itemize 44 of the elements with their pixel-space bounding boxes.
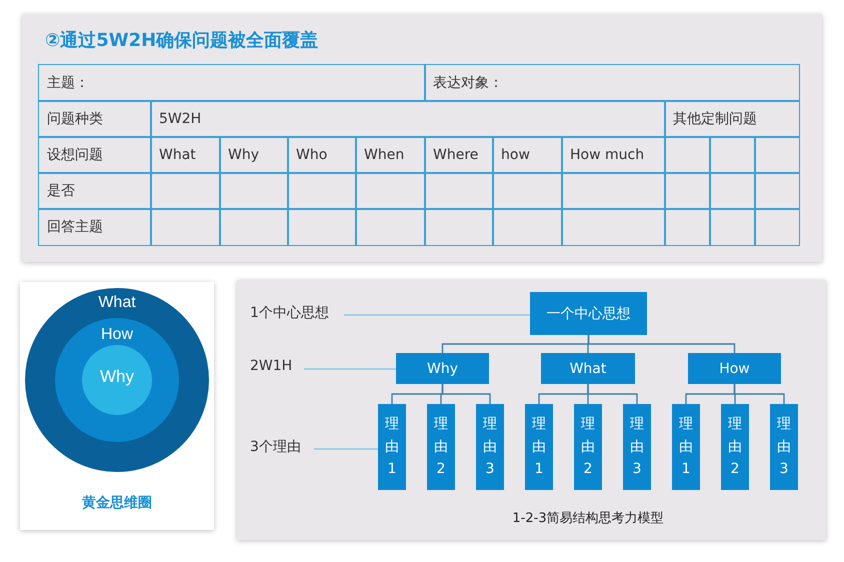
- connector-line: [588, 335, 736, 353]
- table-cell: Where: [424, 136, 494, 174]
- reason-box: 理由2: [574, 404, 602, 490]
- reason-box: 理由1: [378, 404, 406, 490]
- reason-box: 理由3: [770, 404, 798, 490]
- level-label: 1个中心思想: [250, 304, 342, 324]
- question-box: Why: [396, 353, 489, 384]
- table-cell: How much: [561, 136, 666, 174]
- central-idea-box: 一个中心思想: [530, 292, 647, 335]
- question-box: What: [541, 353, 635, 384]
- table-cell: What: [150, 136, 220, 174]
- table-cell: 回答主题: [38, 208, 152, 246]
- table-cell: how: [492, 136, 562, 174]
- figure-caption: 1-2-3简易结构思考力模型: [511, 510, 665, 527]
- circle-label: How: [100, 326, 134, 344]
- heading: ②通过5W2H确保问题被全面覆盖: [45, 29, 318, 52]
- table-cell: 是否: [38, 172, 152, 210]
- question-box: How: [688, 353, 781, 384]
- leader-line: [304, 368, 396, 370]
- table-cell: 设想问题: [38, 136, 152, 174]
- level-label: 3个理由: [250, 438, 312, 458]
- reason-box: 理由3: [623, 404, 651, 490]
- reason-box: 理由3: [476, 404, 504, 490]
- connector-line: [734, 384, 785, 404]
- table-cell: 主题：: [38, 64, 426, 102]
- reason-box: 理由2: [427, 404, 455, 490]
- table-cell: Who: [287, 136, 356, 174]
- figure-caption: 黄金思维圈: [81, 494, 153, 512]
- reason-box: 理由1: [672, 404, 700, 490]
- table-cell: 其他定制问题: [664, 100, 800, 138]
- reason-box: 理由1: [525, 404, 553, 490]
- table-cell: 问题种类: [38, 100, 152, 138]
- table-cell: When: [355, 136, 426, 174]
- connector-line: [587, 384, 638, 404]
- circle-label: Why: [99, 367, 135, 387]
- leader-line: [314, 448, 378, 450]
- leader-line: [344, 314, 530, 316]
- reason-box: 理由2: [721, 404, 749, 490]
- table-cell: 5W2H: [150, 100, 666, 138]
- table-cell: 表达对象：: [424, 64, 800, 102]
- table-cell: Why: [219, 136, 288, 174]
- connector-line: [442, 384, 491, 404]
- circle-label: What: [97, 294, 137, 312]
- level-label: 2W1H: [250, 358, 302, 378]
